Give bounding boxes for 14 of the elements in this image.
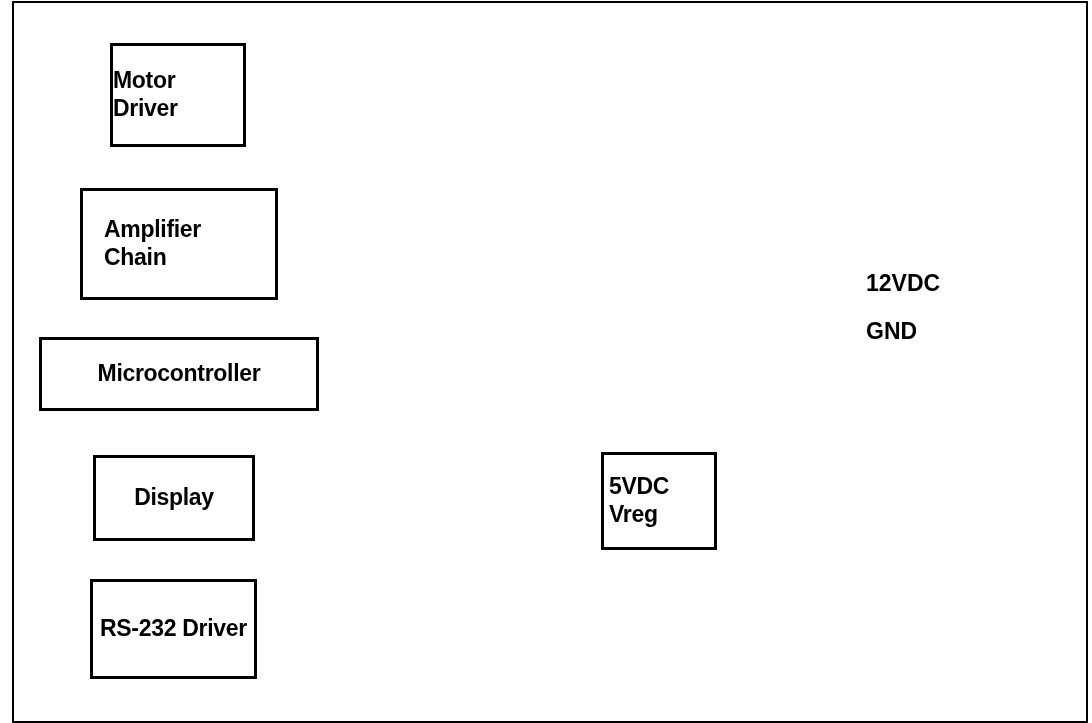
block-label: RS-232 Driver (100, 615, 247, 643)
block-box (39, 337, 319, 411)
block-box (80, 188, 278, 300)
block-box (90, 579, 257, 679)
block-label: Amplifier Chain (104, 216, 202, 272)
block-box (93, 455, 255, 541)
block-label: Microcontroller (97, 360, 261, 388)
power-rail-label: 12VDC (866, 270, 941, 297)
block-label: 5VDC Vreg (609, 473, 671, 529)
block-label: Display (134, 484, 214, 512)
block-label: Motor Driver (113, 67, 179, 123)
block-box (601, 452, 717, 550)
power-rail-label: GND (866, 318, 918, 345)
block-box (110, 43, 246, 147)
